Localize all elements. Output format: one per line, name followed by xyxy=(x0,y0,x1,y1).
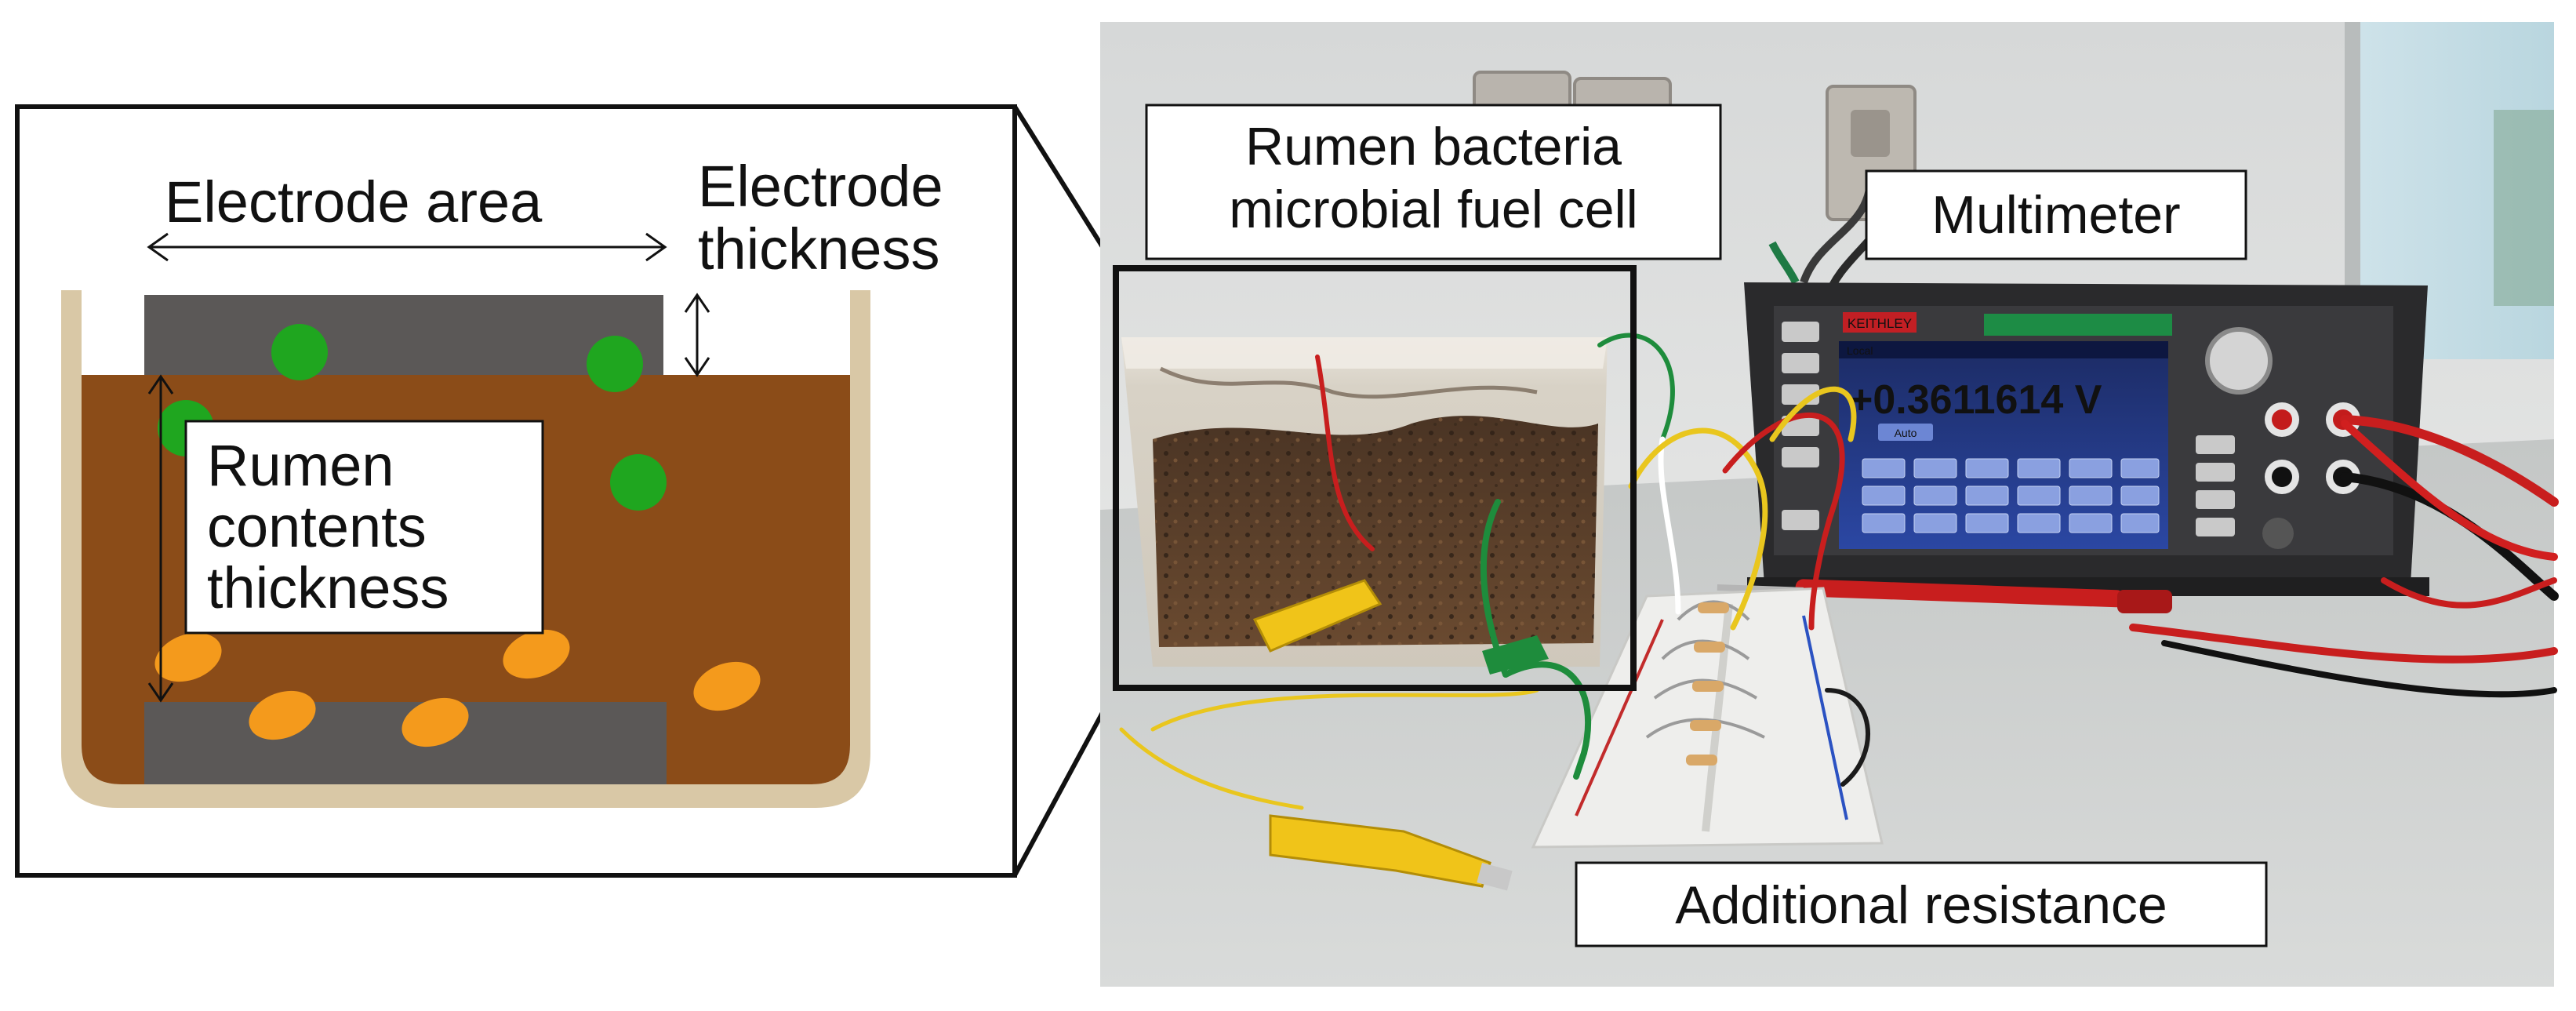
electrode-thickness-arrow xyxy=(684,293,710,377)
multimeter-label-box xyxy=(1865,169,2247,260)
rumen-thickness-label-line2: contents xyxy=(207,494,427,559)
electrode-thickness-label-line2: thickness xyxy=(698,216,939,282)
rumen-thickness-label-line1: Rumen xyxy=(207,433,394,498)
orange-bacteria xyxy=(154,629,761,747)
alligator-clips xyxy=(1252,579,1549,891)
multimeter-brand: KEITHLEY xyxy=(1848,316,1912,331)
green-bacterium xyxy=(610,454,667,511)
bottom-electrode xyxy=(144,702,667,784)
orange-bacterium xyxy=(249,690,316,740)
green-bacterium xyxy=(271,324,328,380)
photo-panel: KEITHLEY Local +0.3611614 V Auto xyxy=(1100,22,2559,987)
rumen-thickness-label-box xyxy=(184,420,544,635)
resistance-label-box xyxy=(1575,861,2268,947)
electrode-area-label: Electrode area xyxy=(165,169,543,235)
orange-bacterium xyxy=(503,629,570,679)
fuel-cell-label-line2: microbial fuel cell xyxy=(1229,180,1638,239)
orange-bacterium xyxy=(401,697,469,747)
multimeter-label: Multimeter xyxy=(1931,185,2180,245)
multimeter: KEITHLEY Local +0.3611614 V Auto xyxy=(1744,282,2429,596)
jumper-wires xyxy=(1119,333,1870,810)
electrode-area-arrow xyxy=(147,232,667,262)
auto-button: Auto xyxy=(1895,427,1917,439)
rumen-thickness-arrow xyxy=(147,374,174,703)
electrode-thickness-label-line1: Electrode xyxy=(698,154,943,219)
breadboard xyxy=(1531,587,1884,849)
green-bacterium xyxy=(587,336,643,392)
resistance-label: Additional resistance xyxy=(1675,875,2167,935)
screen-status: Local xyxy=(1847,344,1873,357)
rumen-thickness-label-line3: thickness xyxy=(207,555,449,620)
schematic-panel: Electrode area Electrode thickness Rumen… xyxy=(15,104,1118,878)
fuel-cell-label-line1: Rumen bacteria xyxy=(1245,117,1622,176)
top-electrode xyxy=(144,295,663,375)
fuel-cell-label-box xyxy=(1145,104,1722,260)
fuel-cell-highlight-frame xyxy=(1113,265,1637,691)
green-bacteria xyxy=(158,324,667,511)
orange-bacterium xyxy=(693,661,761,711)
zoom-lines xyxy=(1012,105,1118,877)
orange-bacterium xyxy=(154,632,222,682)
multimeter-leads xyxy=(2129,415,2559,698)
voltage-reading: +0.3611614 V xyxy=(1849,377,2102,423)
fuel-cell-container xyxy=(1121,337,1608,667)
